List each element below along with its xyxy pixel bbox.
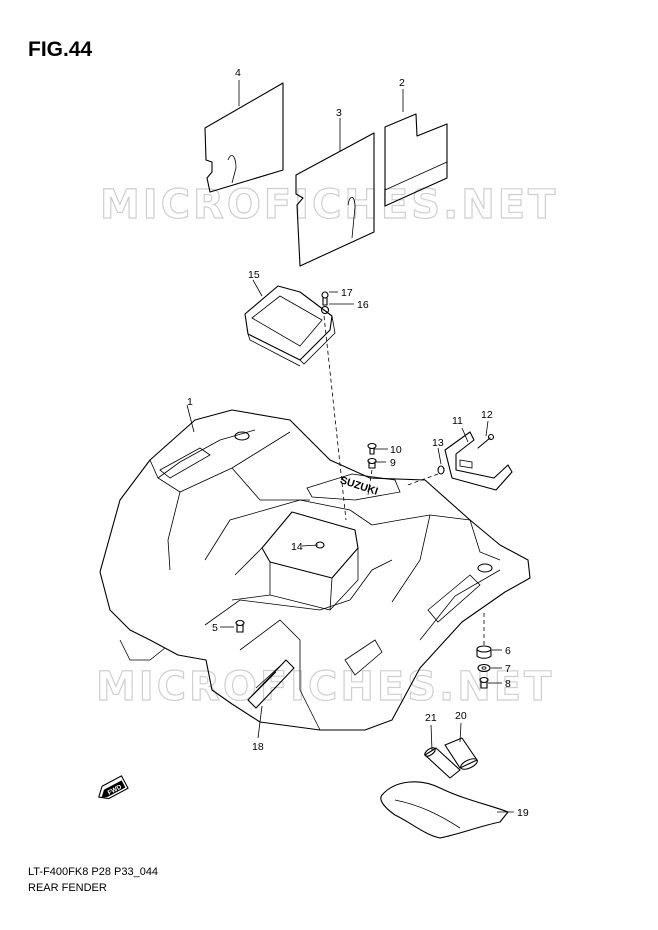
part-1-rear-fender — [99, 409, 531, 731]
part-11-bracket — [444, 431, 513, 491]
fwd-arrow-icon: FWD — [98, 775, 129, 800]
callout-4: 4 — [235, 67, 241, 79]
callout-16: 16 — [357, 299, 369, 311]
watermark-bottom: MICROFICHES.NET — [96, 664, 554, 710]
callout-20: 20 — [455, 710, 467, 722]
part-16-17-fasteners — [320, 291, 330, 315]
callout-19: 19 — [517, 807, 529, 819]
guide-line-14 — [323, 315, 347, 521]
callout-13: 13 — [432, 437, 444, 449]
part-13-nut — [437, 465, 445, 475]
part-14-inner-box — [231, 511, 359, 611]
callout-14: 14 — [291, 541, 303, 553]
callout-6: 6 — [505, 645, 511, 657]
callout-3: 3 — [336, 107, 342, 119]
callout-21: 21 — [425, 712, 437, 724]
callout-10: 10 — [390, 444, 402, 456]
part-21-tube — [424, 747, 461, 779]
footer-model-code: LT-F400FK8 P28 P33_044 — [28, 866, 159, 878]
part-6-cushion — [476, 645, 492, 659]
guide-line-9 — [367, 469, 373, 496]
callout-12: 12 — [481, 409, 493, 421]
part-4-sticker — [204, 82, 284, 193]
watermark-top: MICROFICHES.NET — [100, 182, 558, 228]
callout-11: 11 — [452, 415, 463, 427]
callout-7: 7 — [505, 663, 511, 675]
figure-title: FIG.44 — [28, 38, 93, 61]
part-3-sticker — [295, 132, 375, 267]
footer-part-group: REAR FENDER — [28, 882, 107, 894]
callout-5: 5 — [212, 622, 218, 634]
callout-8: 8 — [505, 678, 511, 690]
callout-labels: 1 2 3 4 5 6 7 8 9 10 11 12 13 14 15 16 1… — [187, 67, 529, 819]
leader-lines — [186, 80, 514, 813]
part-7-washer — [477, 663, 491, 673]
part-12-screw — [477, 433, 495, 449]
part-8-bolt — [479, 676, 489, 689]
callout-1: 1 — [187, 396, 193, 408]
callout-15: 15 — [248, 269, 260, 281]
part-15-toolbox — [244, 285, 336, 367]
guide-line-13 — [404, 473, 439, 487]
callout-2: 2 — [399, 77, 405, 89]
callout-17: 17 — [341, 287, 353, 299]
part-2-sticker — [384, 113, 448, 207]
part-20-tube — [444, 737, 478, 770]
part-19-cover — [380, 781, 509, 839]
part-5-bolt — [235, 619, 245, 633]
callout-18: 18 — [252, 741, 264, 753]
part-18-bracket — [247, 659, 295, 709]
part-9-10-screws — [367, 442, 377, 469]
callout-9: 9 — [390, 457, 396, 469]
